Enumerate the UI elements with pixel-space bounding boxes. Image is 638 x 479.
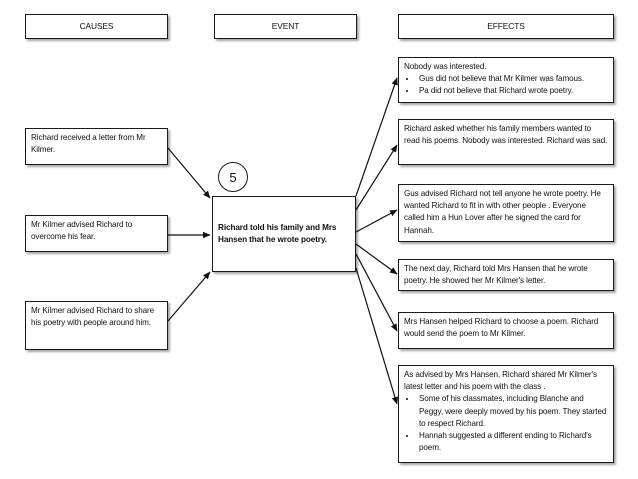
- arrow-cause-3-to-event: [167, 271, 211, 322]
- arrow-cause-1-to-event: [167, 147, 211, 199]
- arrow-event-to-effect-2: [355, 144, 398, 211]
- effect-1-bullet-1: Gus did not believe that Mr Kilmer was f…: [417, 73, 608, 85]
- effect-1-bullet-2: Pa did not believe that Richard wrote po…: [417, 85, 608, 97]
- cause-text-1: Richard received a letter from Mr Kilmer…: [31, 133, 146, 155]
- causes-header: CAUSES: [25, 14, 168, 39]
- effects-header-label: EFFECTS: [487, 21, 525, 32]
- arrow-event-to-effect-5: [355, 253, 398, 332]
- event-header-label: EVENT: [271, 21, 300, 32]
- effects-header: EFFECTS: [398, 14, 614, 39]
- cause-box-1: Richard received a letter from Mr Kilmer…: [25, 128, 168, 165]
- cause-text-2: Mr Kilmer advised Richard to overcome hi…: [31, 220, 133, 242]
- effect-2-text: Richard asked whether his family members…: [404, 124, 608, 146]
- arrow-event-to-effect-6: [355, 267, 399, 405]
- effect-6-intro: As advised by Mrs Hansen, Richard shared…: [404, 370, 597, 392]
- step-number: 5: [229, 169, 237, 185]
- arrow-event-to-effect-1: [355, 77, 398, 197]
- cause-text-3: Mr Kilmer advised Richard to share his p…: [31, 306, 154, 328]
- effect-1-intro: Nobody was interested.: [404, 62, 487, 71]
- event-header: EVENT: [214, 14, 357, 39]
- effect-6-bullet-1: Some of his classmates, including Blanch…: [417, 393, 608, 430]
- effect-box-3: Gus advised Richard not tell anyone he w…: [398, 184, 614, 242]
- effect-6-bullet-2: Hannah suggested a different ending to R…: [417, 430, 608, 454]
- effect-box-2: Richard asked whether his family members…: [398, 119, 614, 165]
- event-text: Richard told his family and Mrs Hansen t…: [218, 222, 337, 244]
- step-number-circle: 5: [218, 162, 248, 192]
- event-box: Richard told his family and Mrs Hansen t…: [212, 196, 356, 272]
- cause-box-3: Mr Kilmer advised Richard to share his p…: [25, 301, 168, 350]
- effect-box-1: Nobody was interested. Gus did not belie…: [398, 57, 614, 103]
- arrow-event-to-effect-3: [355, 209, 398, 233]
- effect-box-4: The next day, Richard told Mrs Hansen th…: [398, 259, 614, 291]
- effect-3-text: Gus advised Richard not tell anyone he w…: [404, 189, 601, 235]
- effect-5-text: Mrs Hansen helped Richard to choose a po…: [404, 317, 599, 339]
- causes-header-label: CAUSES: [79, 21, 114, 32]
- cause-box-2: Mr Kilmer advised Richard to overcome hi…: [25, 215, 168, 252]
- effect-4-text: The next day, Richard told Mrs Hansen th…: [404, 264, 588, 286]
- effect-box-6: As advised by Mrs Hansen, Richard shared…: [398, 365, 614, 463]
- effect-box-5: Mrs Hansen helped Richard to choose a po…: [398, 312, 614, 349]
- arrow-event-to-effect-4: [355, 243, 398, 275]
